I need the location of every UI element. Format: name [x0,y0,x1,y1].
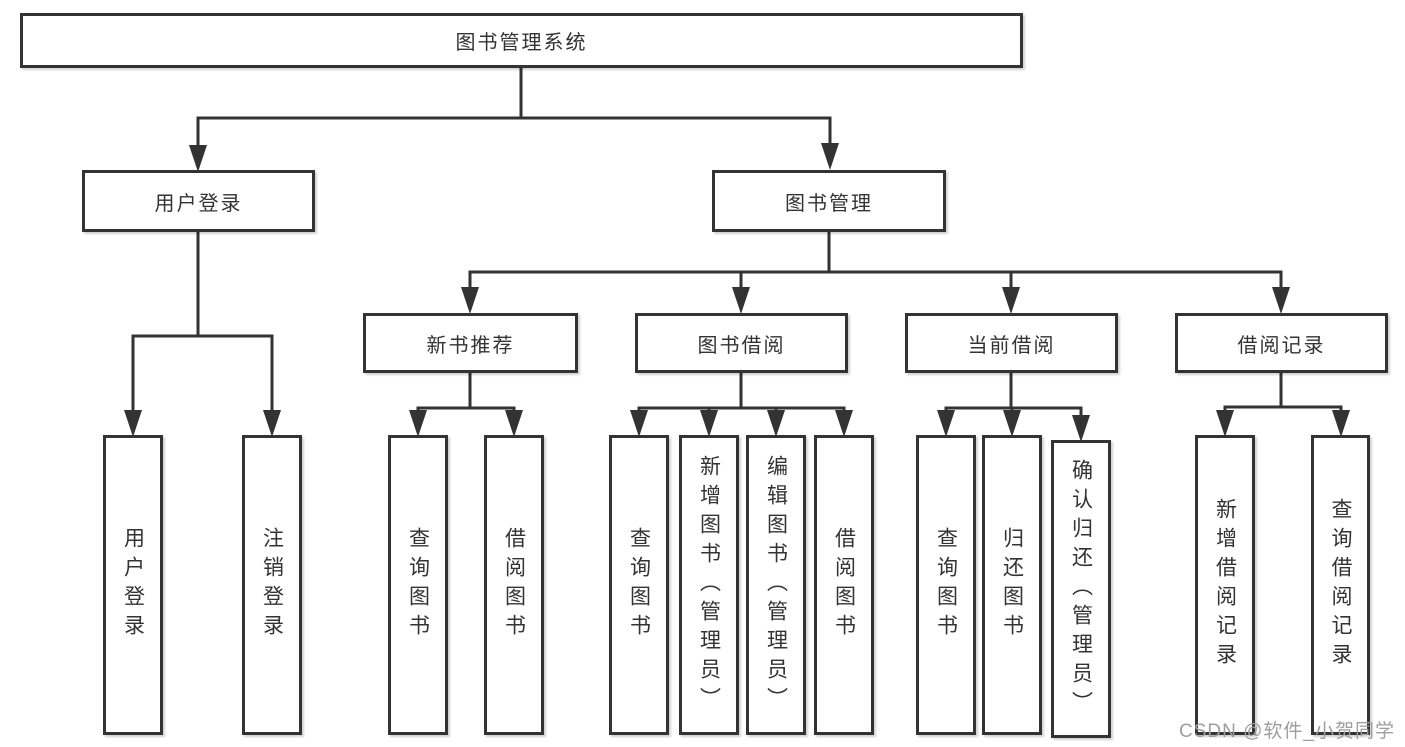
leaf-edit-book-admin: 编辑图书（管理员） [746,435,806,735]
node-user-login: 用户登录 [82,170,315,232]
leaf-add-book-admin: 新增图书（管理员） [679,435,739,735]
node-new-book-recommendation: 新书推荐 [363,313,578,373]
leaf-borrow-books-borrowing: 借阅图书 [814,435,874,735]
leaf-add-borrow-record: 新增借阅记录 [1195,435,1255,735]
leaf-return-book: 归还图书 [982,435,1042,735]
node-book-management: 图书管理 [712,170,946,232]
leaf-user-login: 用户登录 [103,435,163,735]
leaf-confirm-return-admin: 确认归还（管理员） [1051,440,1111,738]
leaf-borrow-books-recommend: 借阅图书 [484,435,544,735]
watermark: CSDN @软件_小贺同学 [1179,721,1395,742]
leaf-query-books-recommend: 查询图书 [388,435,448,735]
leaf-logout: 注销登录 [242,435,302,735]
node-current-borrowing: 当前借阅 [905,313,1118,373]
node-root: 图书管理系统 [20,13,1023,68]
node-book-borrowing: 图书借阅 [635,313,848,373]
node-borrowing-records: 借阅记录 [1175,313,1388,373]
leaf-query-books-current: 查询图书 [916,435,976,735]
leaf-query-books-borrowing: 查询图书 [609,435,669,735]
leaf-query-borrow-record: 查询借阅记录 [1311,435,1370,735]
